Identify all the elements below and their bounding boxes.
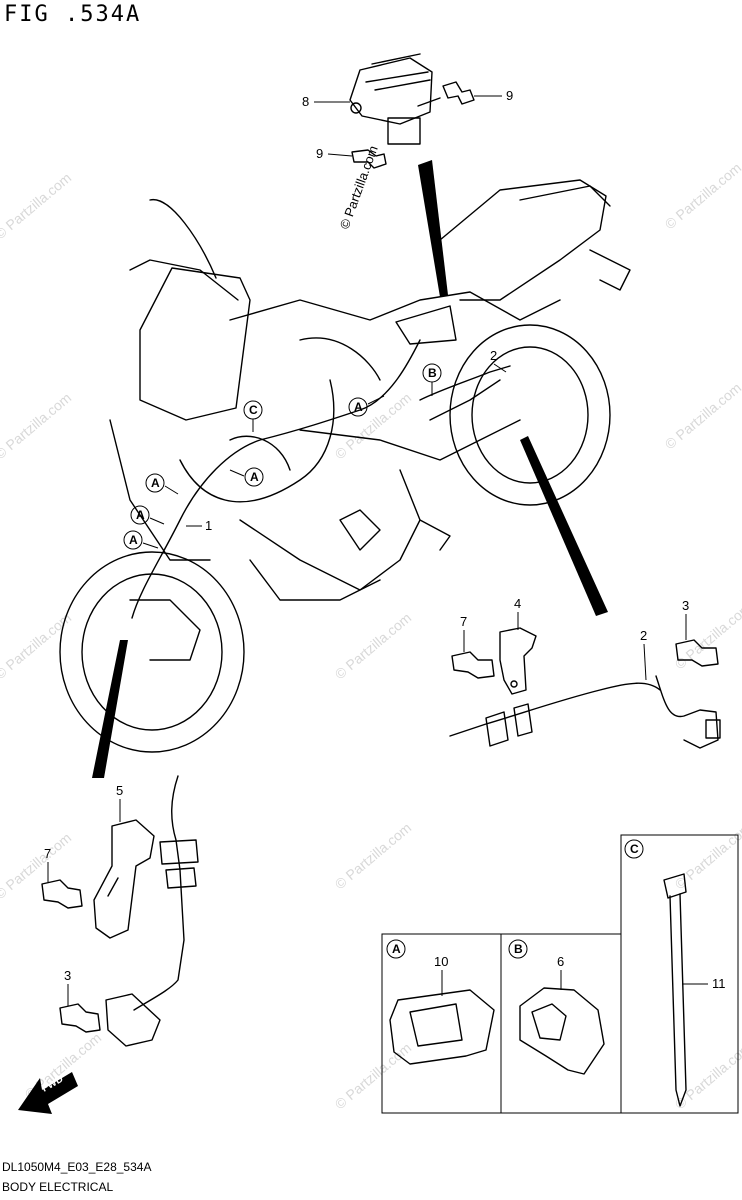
motorcycle-outline: [59, 179, 631, 753]
callout-2-bike: 2: [490, 348, 497, 363]
watermark: © Partzilla.com: [332, 609, 415, 682]
pointer-line-left: [92, 640, 128, 778]
watermark: © Partzilla.com: [0, 169, 74, 242]
bolt-9-lower: [351, 149, 387, 169]
callout-7-left: 7: [44, 846, 51, 861]
svg-text:A: A: [392, 942, 401, 956]
callout-2-detail: 2: [640, 628, 647, 643]
bolt-7-left: [41, 879, 83, 909]
watermark: © Partzilla.com: [662, 379, 742, 452]
callout-3-right: 3: [682, 598, 689, 613]
callout-1: 1: [205, 518, 212, 533]
bracket-5: [93, 819, 155, 939]
watermark: © Partzilla.com: [672, 819, 742, 892]
watermark: © Partzilla.com: [0, 609, 74, 682]
svg-text:A: A: [354, 400, 363, 414]
watermark: © Partzilla.com: [332, 389, 415, 462]
wiring-harness-1: [131, 339, 421, 619]
pointer-line-upper: [418, 160, 448, 297]
callout-8: 8: [302, 94, 309, 109]
callouts: 8 9 9 1 2 4 7 2 3 5 7 3 10 6 11: [44, 88, 726, 1006]
callout-3-left: 3: [64, 968, 71, 983]
wheel-speed-sensor-left: [105, 775, 199, 1047]
bracket-4: [499, 627, 537, 695]
callout-4: 4: [514, 596, 521, 611]
bolt-7-right: [451, 651, 495, 679]
wheel-speed-sensor-2: [449, 675, 721, 749]
clamp-markers-on-bike: A A A A A C B: [123, 363, 442, 550]
bolt-3-right: [675, 639, 719, 667]
watermarks: © Partzilla.com © Partzilla.com © Partzi…: [0, 159, 742, 1112]
watermark-vertical: © Partzilla.com: [337, 144, 381, 231]
watermark: © Partzilla.com: [0, 389, 74, 462]
bolt-9-upper: [442, 81, 475, 105]
figure-title: FIG .534A: [4, 2, 142, 27]
callout-10: 10: [434, 954, 448, 969]
svg-text:C: C: [249, 403, 258, 417]
detail-box-b: B: [500, 933, 622, 1114]
callout-6: 6: [557, 954, 564, 969]
watermark: © Partzilla.com: [662, 159, 742, 232]
watermark: © Partzilla.com: [0, 829, 74, 902]
callout-9-upper: 9: [506, 88, 513, 103]
diagram-code: DL1050M4_E03_E28_534A: [2, 1160, 152, 1174]
watermark: © Partzilla.com: [332, 1039, 415, 1112]
callout-5: 5: [116, 783, 123, 798]
callout-9-lower: 9: [316, 146, 323, 161]
svg-text:A: A: [250, 470, 259, 484]
wheel-sensor-harness-2-on-bike: [419, 365, 511, 401]
svg-text:B: B: [428, 366, 437, 380]
diagram-name: BODY ELECTRICAL: [2, 1180, 114, 1194]
svg-text:A: A: [129, 533, 138, 547]
svg-text:C: C: [630, 842, 639, 856]
pointer-line-right: [520, 436, 608, 616]
control-module-8: [349, 53, 441, 145]
svg-text:B: B: [514, 942, 523, 956]
bolt-3-left: [59, 1003, 101, 1033]
callout-7-right: 7: [460, 614, 467, 629]
callout-11: 11: [712, 976, 726, 991]
watermark: © Partzilla.com: [332, 819, 415, 892]
svg-text:A: A: [136, 508, 145, 522]
svg-text:A: A: [151, 476, 160, 490]
